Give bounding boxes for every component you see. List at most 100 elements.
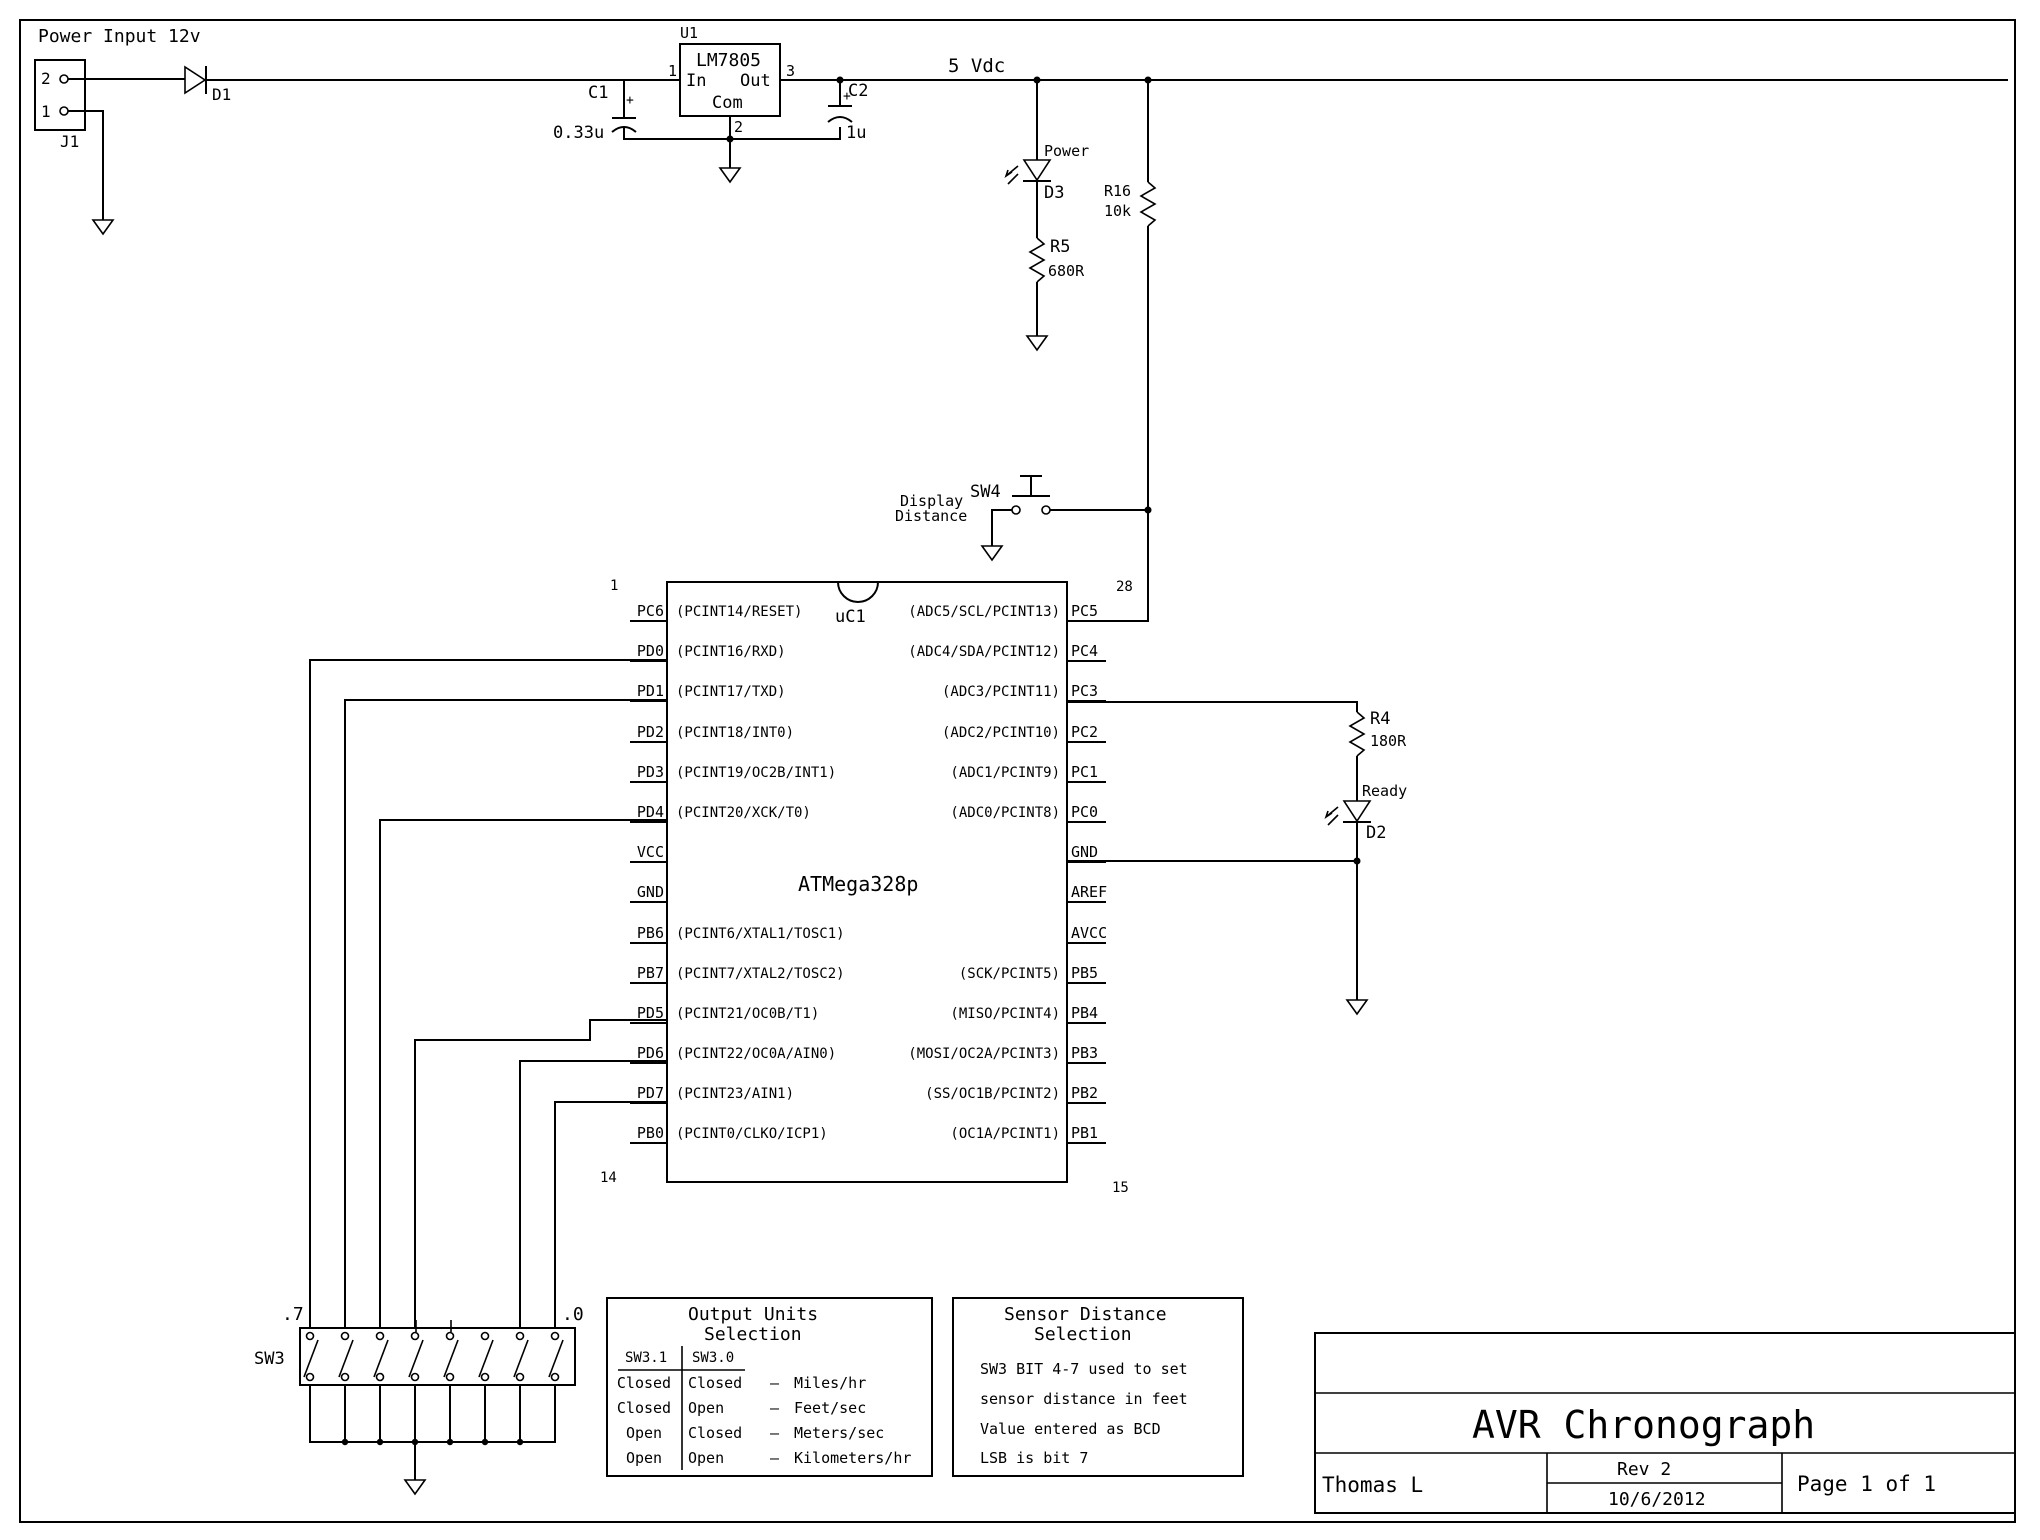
mcu-pin-label: PC2 [1071, 723, 1098, 741]
mcu-pin-function: (MISO/PCINT4) [950, 1006, 1060, 1022]
sw4-ref: SW4 [970, 482, 1001, 502]
mcu-pin-function: (PCINT7/XTAL2/TOSC2) [676, 966, 845, 982]
pullup-section: R16 10k SW4 Display Distance [895, 76, 1157, 622]
power-led-section: Power D3 R5 680R [1004, 76, 1089, 352]
col-sw3-1: SW3.1 [625, 1350, 667, 1366]
light-arrow-icon [1327, 814, 1339, 826]
mcu-pin-function: (ADC0/PCINT8) [950, 805, 1060, 821]
u1-pin2: 2 [734, 118, 743, 136]
sw3-lever[interactable] [338, 1339, 354, 1378]
pd0-wire [309, 659, 667, 1330]
mcu-pin-function: (PCINT0/CLKO/ICP1) [676, 1126, 828, 1142]
r4-resistor [1348, 711, 1366, 757]
u1-pin3: 3 [786, 62, 795, 80]
mcu-pin-function: (ADC2/PCINT10) [942, 725, 1060, 741]
mcu-pin-label: PC4 [1071, 642, 1098, 660]
title-block: AVR Chronograph Thomas L Rev 2 10/6/2012… [1314, 1332, 2016, 1514]
mcu-pin-function: (OC1A/PCINT1) [950, 1126, 1060, 1142]
mcu-pin-label: VCC [637, 843, 664, 861]
ground-symbol [718, 167, 742, 184]
mcu-pin-label: PC3 [1071, 682, 1098, 700]
mcu-pin-28: 28 [1116, 579, 1133, 595]
c1-ref: C1 [588, 83, 608, 103]
mcu-right-pins: PC5(ADC5/SCL/PCINT13)PC4(ADC4/SDA/PCINT1… [908, 602, 1107, 1144]
pd7-wire [554, 1101, 667, 1330]
mcu-name: ATMega328p [798, 872, 918, 896]
mcu-pin-15: 15 [1112, 1180, 1129, 1196]
pc5-wire [1068, 226, 1149, 622]
mcu-pin-function: (PCINT17/TXD) [676, 684, 786, 700]
pd1-wire [344, 699, 667, 1330]
sw3-lever[interactable] [513, 1339, 529, 1378]
sw3-body [299, 1327, 576, 1386]
output-units-title-1: Output Units [688, 1304, 818, 1325]
sensor-title-2: Selection [1034, 1324, 1132, 1345]
mcu-pin-14: 14 [600, 1170, 617, 1186]
units-sw3-1-state: Closed [617, 1399, 671, 1417]
sw3-contact [550, 1331, 560, 1341]
sw3-lever[interactable] [548, 1339, 564, 1378]
revision: Rev 2 [1617, 1459, 1671, 1480]
mcu-pin-label: PD1 [637, 682, 664, 700]
u1-com: Com [712, 93, 743, 113]
mcu-pin-function: (MOSI/OC2A/PCINT3) [908, 1046, 1060, 1062]
units-separator: — [770, 1374, 780, 1392]
sw3-contact [340, 1372, 350, 1382]
mcu-pin-function: (PCINT22/OC0A/AIN0) [676, 1046, 836, 1062]
junction-dot [836, 76, 844, 84]
author: Thomas L [1322, 1473, 1423, 1497]
mcu-pin-label: PC1 [1071, 763, 1098, 781]
sw3-contact [340, 1331, 350, 1341]
mcu-pin-function: (PCINT6/XTAL1/TOSC1) [676, 926, 845, 942]
sw3-lever[interactable] [373, 1339, 389, 1378]
d2-label: Ready [1362, 782, 1407, 800]
mcu-pin-label: PD5 [637, 1004, 664, 1022]
mcu-pin-function: (ADC1/PCINT9) [950, 765, 1060, 781]
units-value: Kilometers/hr [794, 1449, 911, 1467]
pd6-wire [519, 1060, 667, 1330]
mcu-pin-function: (SS/OC1B/PCINT2) [925, 1086, 1060, 1102]
mcu-pin-function: (ADC3/PCINT11) [942, 684, 1060, 700]
mcu-pin-label: PB1 [1071, 1124, 1098, 1142]
sw3-lever[interactable] [478, 1339, 494, 1378]
ground-symbol [403, 1479, 427, 1496]
r5-ref: R5 [1050, 237, 1070, 257]
d2-ref: D2 [1366, 823, 1386, 843]
sw3-contact [550, 1372, 560, 1382]
mcu-pin-function: (PCINT21/OC0B/T1) [676, 1006, 819, 1022]
sensor-title-1: Sensor Distance [1004, 1304, 1167, 1325]
sensor-line-3: Value entered as BCD [980, 1420, 1161, 1438]
units-separator: — [770, 1424, 780, 1442]
mcu-pin-function: (PCINT20/XCK/T0) [676, 805, 811, 821]
power-section: Power Input 12v 2 1 J1 D1 [34, 26, 680, 236]
sw3-switches [303, 1320, 564, 1446]
sw3-contact [305, 1372, 315, 1382]
c2-plus: + [843, 89, 851, 104]
sw3-contact [515, 1372, 525, 1382]
output-units-title-2: Selection [704, 1324, 802, 1345]
sw3-contact [445, 1331, 455, 1341]
mcu-pin-label: PD4 [637, 803, 664, 821]
mcu-pin-function: (ADC4/SDA/PCINT12) [908, 644, 1060, 660]
mcu-pin-label: PC0 [1071, 803, 1098, 821]
mcu-pin-function: (PCINT23/AIN1) [676, 1086, 794, 1102]
col-sw3-0: SW3.0 [692, 1350, 734, 1366]
mcu-pin-label: PB3 [1071, 1044, 1098, 1062]
mcu-pin-label: PB5 [1071, 964, 1098, 982]
mcu-pin-label: PB6 [637, 924, 664, 942]
sw3-lever[interactable] [443, 1339, 459, 1378]
5v-label: 5 Vdc [948, 55, 1005, 77]
ground-symbol [1345, 999, 1369, 1016]
mcu: uC1 ATMega328p 1 28 14 15 PC6(PCINT14/RE… [600, 578, 1133, 1196]
sw3-contact [515, 1331, 525, 1341]
mcu-left-pins: PC6(PCINT14/RESET)PD0(PCINT16/RXD)PD1(PC… [630, 602, 845, 1144]
sw3-lever[interactable] [408, 1339, 424, 1378]
output-units-box: Output Units Selection SW3.1 SW3.0 Close… [606, 1297, 933, 1477]
sw4-label-2: Distance [895, 507, 967, 525]
pd5-wire [414, 1019, 667, 1330]
regulator-section: U1 LM7805 In Out Com 1 3 2 5 Vdc + C1 0.… [553, 24, 2008, 184]
power-input-label: Power Input 12v [38, 26, 201, 47]
sw3-common-wire [309, 1385, 556, 1443]
mcu-pin-label: GND [637, 883, 664, 901]
sw3-lever[interactable] [303, 1339, 319, 1378]
